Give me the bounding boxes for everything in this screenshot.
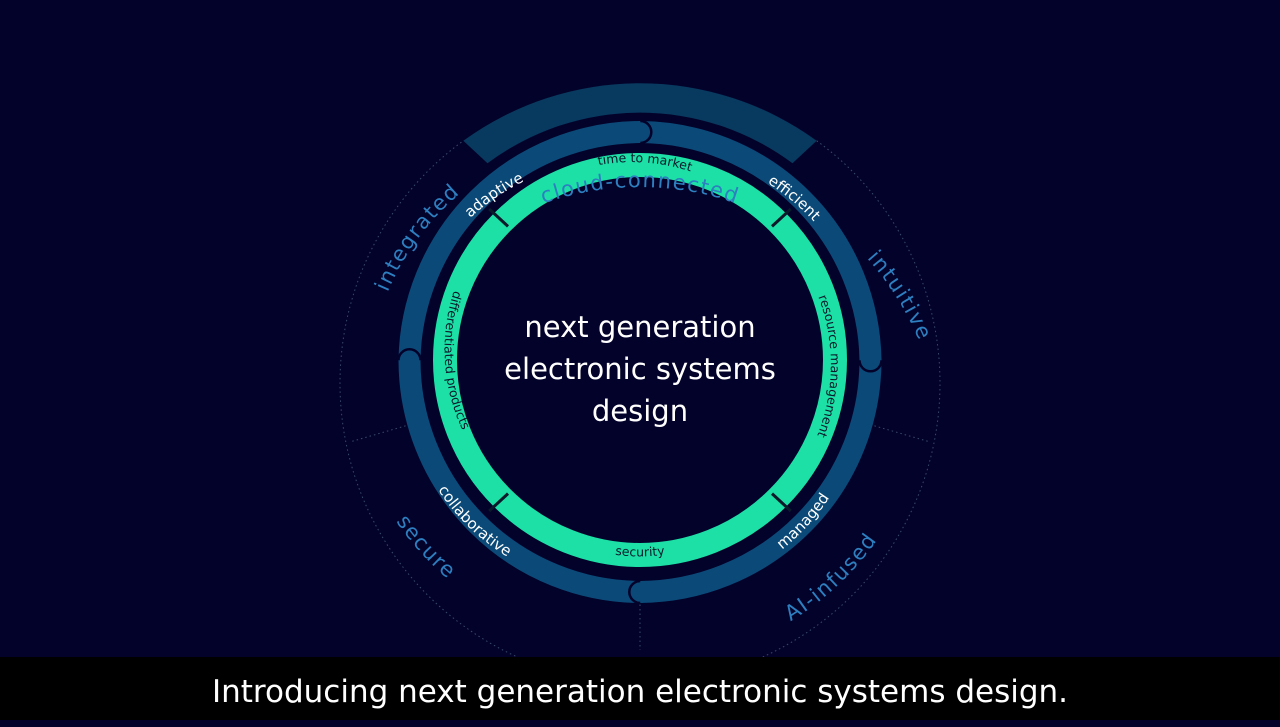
dotted-outer-arc — [339, 140, 941, 657]
outer-label-secure: secure — [392, 510, 461, 583]
middle-ring-separators — [397, 119, 883, 605]
inner-label-security: security — [615, 543, 666, 560]
center-title-line-1: next generation — [524, 310, 756, 344]
sector-dividers — [351, 425, 929, 650]
cloud-connected-sector — [463, 83, 817, 164]
middle-ring — [398, 121, 882, 603]
caption-bar: Introducing next generation electronic s… — [0, 657, 1280, 720]
center-title-line-2: electronic systems — [504, 352, 776, 386]
center-title: next generation electronic systems desig… — [440, 306, 840, 432]
caption-text: Introducing next generation electronic s… — [211, 674, 1069, 710]
center-title-line-3: design — [591, 394, 689, 428]
ring-diagram: cloud-connected intuitive AI-infused sec… — [339, 83, 941, 657]
inner-ring-dividers — [488, 207, 792, 513]
inner-ring — [433, 153, 847, 567]
